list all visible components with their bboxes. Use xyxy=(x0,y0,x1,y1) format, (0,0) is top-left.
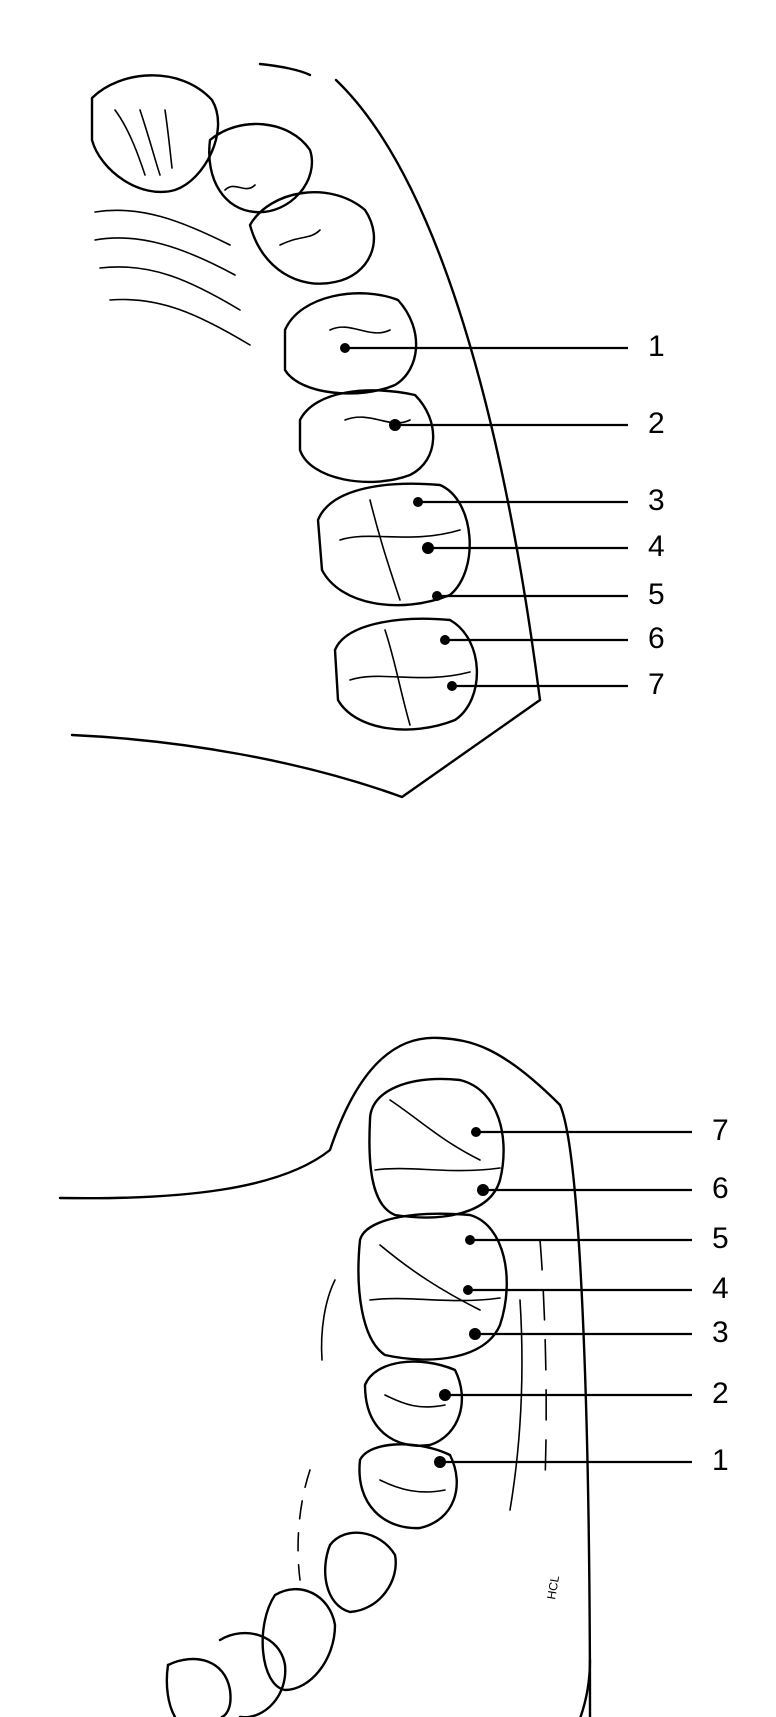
lower-label-4: 4 xyxy=(712,1272,729,1305)
lower-label-5: 5 xyxy=(712,1222,729,1255)
lower-label-1: 1 xyxy=(712,1444,729,1477)
lower-label-group: 7 6 5 4 3 2 1 xyxy=(440,1114,729,1477)
upper-label-3: 3 xyxy=(648,484,665,517)
upper-arch-drawing xyxy=(70,62,542,799)
upper-label-4: 4 xyxy=(648,530,665,563)
upper-label-group: 1 2 3 4 5 6 7 xyxy=(345,330,665,701)
upper-label-6: 6 xyxy=(648,622,665,655)
upper-label-2: 2 xyxy=(648,407,665,440)
upper-label-7: 7 xyxy=(648,668,665,701)
upper-label-5: 5 xyxy=(648,578,665,611)
upper-label-1: 1 xyxy=(648,330,665,363)
lower-arch-drawing xyxy=(58,1036,592,1717)
lower-label-2: 2 xyxy=(712,1377,729,1410)
lower-label-6: 6 xyxy=(712,1172,729,1205)
lower-label-7: 7 xyxy=(712,1114,729,1147)
artist-signature: HCL xyxy=(544,1574,562,1600)
lower-label-3: 3 xyxy=(712,1316,729,1349)
